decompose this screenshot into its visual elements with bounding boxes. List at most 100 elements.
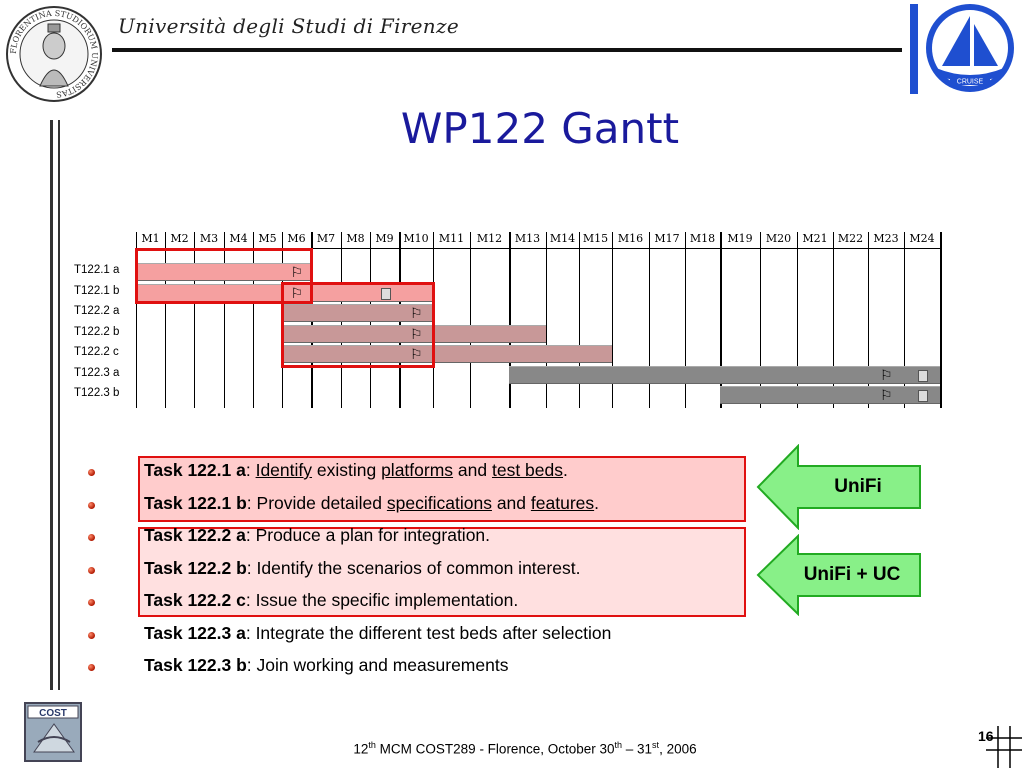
milestone-flag-icon: ⚐ — [410, 325, 423, 342]
task-text: : Produce a plan for integration. — [245, 525, 491, 545]
task-item: Task 122.2 c: Issue the specific impleme… — [144, 590, 518, 611]
month-header: M16 — [617, 232, 644, 245]
month-header: M20 — [765, 232, 792, 245]
gantt-grid-line — [470, 232, 471, 408]
task-text: and — [491, 492, 531, 513]
gantt-task-bar — [720, 386, 940, 404]
month-header: M1 — [141, 232, 160, 245]
gantt-task-bar — [509, 365, 940, 384]
gantt-task-bar — [136, 263, 311, 281]
month-header: M19 — [727, 232, 753, 245]
footer-text: 12th MCM COST289 - Florence, October 30t… — [353, 740, 697, 757]
month-header: M9 — [375, 232, 394, 245]
gantt-task-bar — [282, 324, 546, 343]
milestone-flag-icon: ⚐ — [290, 284, 304, 301]
task-keyword: platforms — [381, 460, 454, 480]
gantt-row-label: T122.2 b — [74, 325, 120, 338]
task-item: Task 122.2 a: Produce a plan for integra… — [144, 525, 490, 546]
bullet-icon — [88, 631, 95, 639]
month-header: M4 — [229, 232, 248, 245]
gantt-task-bar — [282, 345, 612, 363]
task-id: Task 122.3 b — [144, 655, 247, 675]
gantt-grid-line — [136, 232, 137, 408]
month-header: M13 — [514, 232, 541, 245]
task-text: : Identify the scenarios of common inter… — [246, 557, 581, 578]
gantt-grid-line — [685, 232, 686, 408]
page-number: 16 — [978, 728, 994, 744]
month-header: M21 — [802, 232, 828, 245]
deliverable-document-icon — [380, 287, 391, 300]
corner-crosshair-mark — [986, 726, 1022, 768]
month-header: M18 — [689, 232, 716, 245]
task-text: existing — [312, 460, 382, 480]
cruise-logo-text: CRUISE — [957, 79, 984, 86]
month-header: M12 — [476, 232, 503, 245]
unifi-arrow-label: UniFi — [834, 476, 882, 497]
gantt-grid-line — [194, 232, 195, 408]
month-header: M17 — [654, 232, 680, 245]
milestone-flag-icon: ⚐ — [880, 366, 893, 383]
month-header: M14 — [549, 232, 576, 245]
task-text: : Integrate the different test beds afte… — [245, 622, 612, 643]
bullet-icon — [88, 534, 95, 541]
slide-title: WP122 Gantt — [400, 104, 680, 153]
month-header: M8 — [346, 232, 365, 245]
month-header: M24 — [909, 232, 935, 245]
gantt-grid-line — [868, 232, 869, 408]
bullet-icon — [88, 664, 95, 671]
cruise-logo: CRUISE — [910, 4, 1014, 94]
milestone-flag-icon: ⚐ — [410, 305, 423, 321]
gantt-highlight-t1222 — [281, 282, 435, 368]
gantt-header-separator — [136, 248, 940, 249]
month-header: M23 — [873, 232, 899, 245]
cost-logo-text: COST — [39, 708, 67, 719]
task-item: Task 122.3 a: Integrate the different te… — [144, 623, 611, 644]
month-header: M10 — [403, 232, 429, 245]
gantt-grid-line — [833, 232, 834, 408]
task-text: : — [245, 460, 256, 480]
task-text: . — [594, 492, 599, 513]
month-header: M7 — [316, 232, 336, 245]
task-item: Task 122.1 b: Provide detailed specifica… — [144, 493, 599, 514]
gantt-row-label: T122.1 a — [74, 264, 120, 276]
gantt-grid-line — [509, 232, 511, 408]
gantt-grid-line — [546, 232, 547, 408]
gantt-grid-line — [612, 232, 613, 408]
task-item: Task 122.3 b: Join working and measureme… — [144, 655, 508, 676]
task-item: Task 122.1 a: Identify existing platform… — [144, 460, 568, 481]
task-keyword: features — [530, 492, 595, 513]
left-rule-thick — [50, 120, 53, 690]
month-header: M22 — [837, 232, 864, 245]
gantt-row-label: T122.2 c — [74, 346, 119, 358]
cost-logo: COST — [24, 702, 82, 762]
gantt-highlight-t1221 — [135, 248, 313, 304]
bullet-icon — [88, 501, 95, 509]
milestone-flag-icon: ⚐ — [410, 346, 423, 362]
task-text: : Provide detailed — [246, 492, 387, 513]
milestone-flag-icon: ⚐ — [290, 264, 304, 280]
task-id: Task 122.1 b — [144, 492, 247, 513]
task-id: Task 122.3 a — [144, 622, 246, 643]
bullet-icon — [88, 566, 95, 574]
gantt-row-label: T122.3 a — [74, 366, 120, 379]
milestone-flag-icon: ⚐ — [880, 387, 893, 403]
bullet-icon — [88, 469, 95, 476]
bullet-icon — [88, 599, 95, 606]
gantt-grid-line — [940, 232, 942, 408]
gantt-grid-line — [224, 232, 225, 408]
gantt-grid-line — [649, 232, 650, 408]
gantt-task-bar — [282, 304, 433, 322]
unifi-uc-arrow-label: UniFi + UC — [803, 564, 901, 585]
gantt-grid-line — [760, 232, 761, 408]
task-group-unifi-box — [138, 456, 746, 522]
task-id: Task 122.2 b — [144, 557, 247, 578]
gantt-grid-line — [253, 232, 254, 408]
gantt-row-label: T122.1 b — [74, 284, 120, 297]
month-header: M2 — [170, 232, 189, 245]
task-keyword: specifications — [386, 492, 492, 513]
header-rule — [112, 48, 902, 52]
task-keyword: test beds — [491, 460, 564, 480]
task-text: . — [563, 460, 568, 480]
university-name: Università degli Studi di Firenze — [118, 14, 459, 38]
